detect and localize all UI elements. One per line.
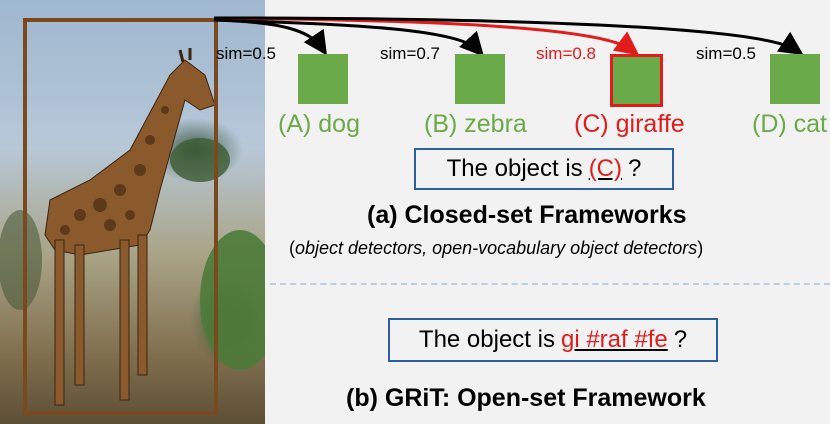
closed-set-question-prefix: The object is	[446, 155, 583, 182]
candidate-label-zebra: (B) zebra	[424, 110, 527, 138]
candidate-label-cat: (D) cat	[752, 110, 827, 138]
open-set-question-suffix: ?	[673, 326, 688, 353]
sim-score-giraffe: sim=0.8	[536, 44, 596, 63]
sim-score-cat: sim=0.5	[696, 44, 756, 63]
closed-set-question-box: The object is (C) ?	[414, 148, 674, 190]
closed-set-question-suffix: ?	[628, 155, 642, 182]
arrow-to-cat	[213, 16, 804, 55]
open-set-title: (b) GRiT: Open-set Framework	[346, 384, 706, 412]
bounding-box	[23, 18, 218, 415]
candidate-box-cat	[770, 54, 820, 104]
candidate-box-giraffe	[610, 54, 663, 107]
closed-set-note: (object detectors, open-vocabulary objec…	[289, 238, 704, 258]
candidate-box-zebra	[455, 54, 505, 104]
open-set-answer: gi #raf #fe	[560, 326, 668, 353]
sim-score-dog: sim=0.5	[216, 44, 276, 63]
candidate-label-dog: (A) dog	[278, 110, 360, 138]
arrow-to-zebra	[213, 18, 485, 57]
candidate-box-dog	[298, 54, 348, 104]
candidate-label-giraffe: (C) giraffe	[574, 110, 685, 138]
open-set-question-prefix: The object is	[418, 326, 555, 353]
section-divider	[270, 283, 830, 285]
closed-set-answer: (C)	[588, 155, 623, 182]
sim-score-zebra: sim=0.7	[380, 44, 440, 63]
closed-set-title: (a) Closed-set Frameworks	[367, 201, 687, 229]
open-set-question-box: The object is gi #raf #fe ?	[388, 318, 718, 362]
